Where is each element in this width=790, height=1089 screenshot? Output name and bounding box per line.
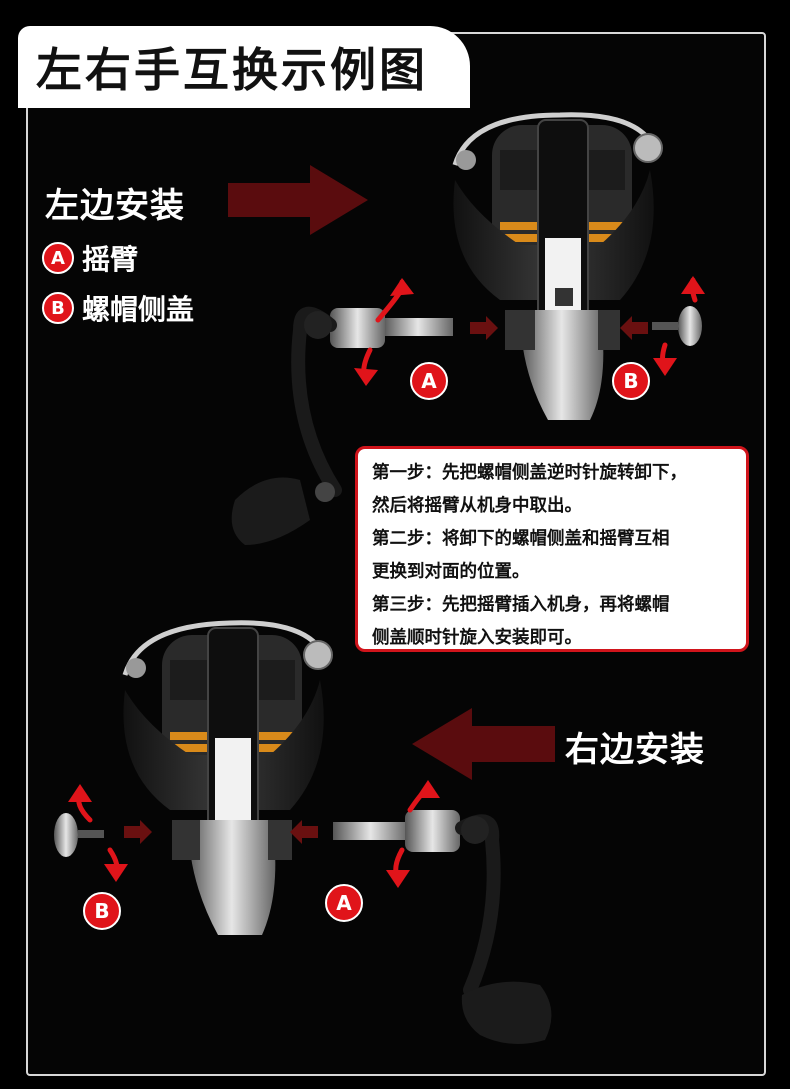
direction-arrow-icon xyxy=(290,820,318,844)
legend-item-a: A 摇臂 xyxy=(42,238,138,278)
step-line: 第三步：先把摇臂插入机身，再将螺帽 xyxy=(372,595,670,615)
marker-b-top: B xyxy=(612,362,650,400)
step-line: 然后将摇臂从机身中取出。 xyxy=(372,496,582,516)
step-line: 第二步：将卸下的螺帽侧盖和摇臂互相 xyxy=(372,529,670,549)
direction-arrow-icon xyxy=(470,316,498,340)
step-line: 侧盖顺时针旋入安装即可。 xyxy=(372,628,582,648)
marker-b-bottom: B xyxy=(83,892,121,930)
marker-a-top: A xyxy=(410,362,448,400)
direction-arrow-icon xyxy=(124,820,152,844)
legend-label-b: 螺帽侧盖 xyxy=(82,293,195,326)
step-line: 第一步：先把螺帽侧盖逆时针旋转卸下， xyxy=(372,463,687,483)
steps-box: 第一步：先把螺帽侧盖逆时针旋转卸下， 然后将摇臂从机身中取出。 第二步：将卸下的… xyxy=(355,446,749,652)
bottom-nut-cover xyxy=(54,813,104,857)
title-tab: 左右手互换示例图 xyxy=(18,26,470,108)
bottom-handle-arm xyxy=(333,810,552,1044)
step-line: 更换到对面的位置。 xyxy=(372,562,530,582)
legend-label-a: 摇臂 xyxy=(82,243,139,276)
legend-item-b: B 螺帽侧盖 xyxy=(42,288,194,328)
marker-a-bottom: A xyxy=(325,884,363,922)
rotate-arrow-icon xyxy=(68,780,440,888)
right-install-heading: 右边安装 xyxy=(565,730,705,770)
top-nut-cover xyxy=(652,306,702,346)
bottom-reel xyxy=(122,620,333,935)
left-install-heading: 左边安装 xyxy=(45,186,185,226)
page-title: 左右手互换示例图 xyxy=(36,43,428,97)
top-handle-arm xyxy=(231,306,453,545)
top-reel xyxy=(452,112,663,420)
direction-arrow-icon xyxy=(228,165,368,235)
badge-b: B xyxy=(42,292,74,324)
direction-arrow-icon xyxy=(620,316,648,340)
rotate-arrow-icon xyxy=(354,276,705,386)
badge-a: A xyxy=(42,242,74,274)
direction-arrow-icon xyxy=(412,708,555,780)
